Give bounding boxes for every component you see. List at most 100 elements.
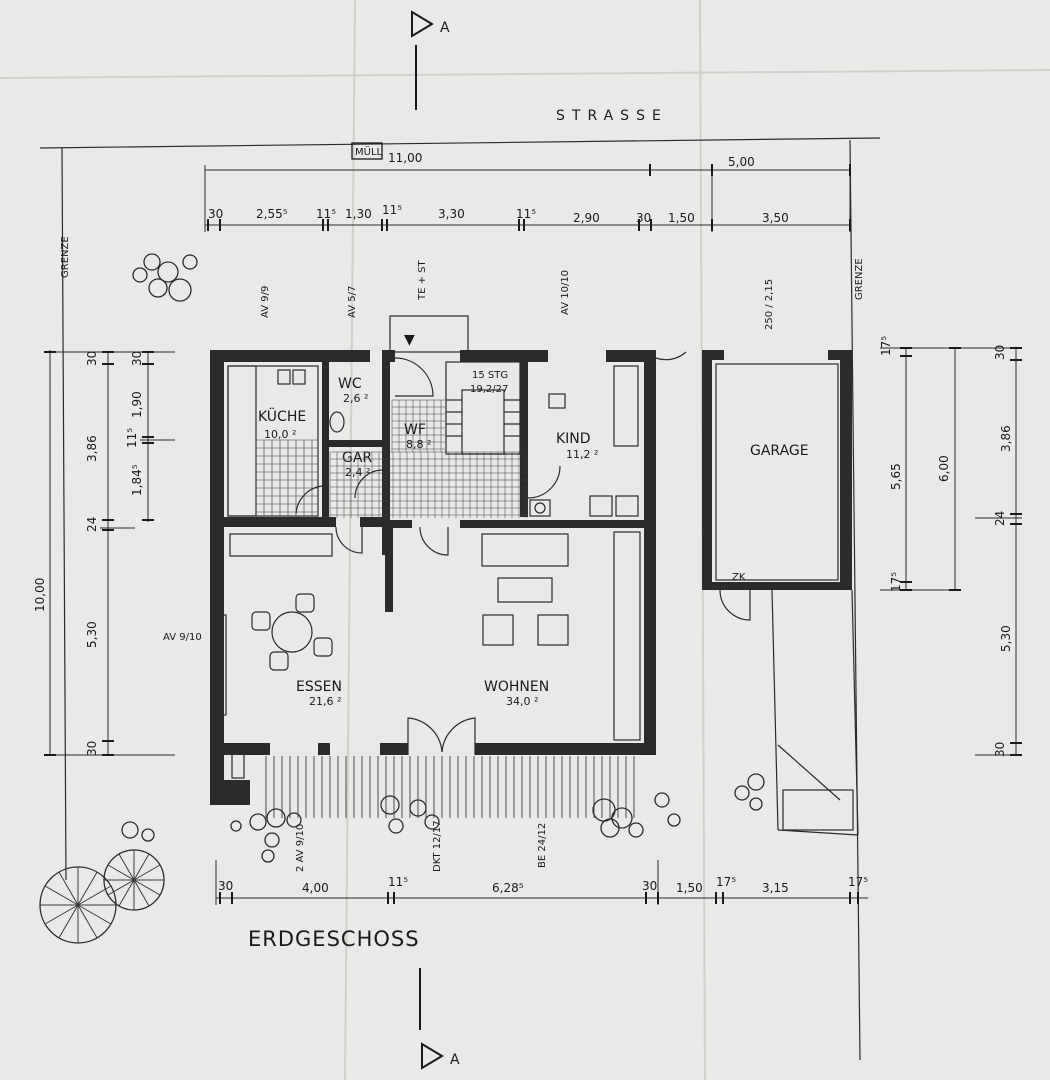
kind-name: KIND [556, 431, 591, 447]
dim-left-total: 10,00 [33, 578, 47, 612]
dim-right-chain-a: 17⁵ 5,65 17⁵ 6,00 [879, 336, 951, 592]
svg-text:1,50: 1,50 [676, 881, 703, 895]
garage-structure [702, 350, 859, 836]
svg-text:AV 9/9: AV 9/9 [260, 286, 271, 318]
boundary-line-left [61, 147, 67, 881]
wc-toilet [329, 411, 345, 433]
svg-text:A: A [450, 1052, 460, 1068]
svg-text:1,30: 1,30 [345, 207, 372, 221]
svg-text:30: 30 [993, 742, 1007, 757]
svg-text:3,86: 3,86 [999, 425, 1013, 452]
svg-text:6,00: 6,00 [937, 455, 951, 482]
svg-text:A: A [440, 20, 450, 36]
svg-text:TE + ST: TE + ST [417, 259, 428, 301]
svg-text:11⁵: 11⁵ [125, 428, 139, 448]
svg-text:5,65: 5,65 [889, 463, 903, 490]
svg-text:1,90: 1,90 [130, 391, 144, 418]
stair-spec: 19,2/27 [470, 384, 508, 395]
svg-text:17⁵: 17⁵ [716, 875, 736, 889]
svg-text:3,30: 3,30 [438, 207, 465, 221]
svg-text:30: 30 [642, 879, 657, 893]
essen-area: 21,6 ² [309, 695, 341, 708]
top-dimensions [204, 164, 851, 232]
svg-text:17⁵: 17⁵ [879, 336, 893, 356]
essen-name: ESSEN [296, 679, 342, 695]
svg-text:30: 30 [993, 345, 1007, 360]
svg-text:6,28⁵: 6,28⁵ [492, 881, 524, 895]
entrance-canopy [389, 315, 469, 353]
svg-text:17⁵: 17⁵ [848, 875, 868, 889]
svg-text:24: 24 [85, 517, 99, 532]
svg-text:3,86: 3,86 [85, 435, 99, 462]
svg-text:30: 30 [85, 351, 99, 366]
svg-text:11⁵: 11⁵ [388, 875, 408, 889]
dim-bottom-chain: 30 4,00 11⁵ 6,28⁵ 30 1,50 17⁵ 3,15 17⁵ [218, 875, 868, 895]
zk-label: ZK [732, 572, 746, 583]
svg-text:11⁵: 11⁵ [516, 207, 536, 221]
wc-area: 2,6 ² [343, 392, 368, 405]
street-label: STRASSE [556, 108, 668, 124]
stair-steps: 15 STG [472, 370, 508, 381]
boundary-line-right [849, 139, 861, 1061]
svg-text:24: 24 [993, 511, 1007, 526]
svg-text:2,90: 2,90 [573, 211, 600, 225]
wohnen-area: 34,0 ² [506, 695, 538, 708]
svg-text:30: 30 [85, 741, 99, 756]
svg-text:1,50: 1,50 [668, 211, 695, 225]
svg-text:BE 24/12: BE 24/12 [537, 823, 548, 868]
svg-text:30: 30 [208, 207, 223, 221]
svg-text:3,50: 3,50 [762, 211, 789, 225]
svg-text:17⁵: 17⁵ [889, 572, 903, 592]
svg-text:11⁵: 11⁵ [382, 203, 402, 217]
kitchen-name: KÜCHE [258, 407, 306, 425]
dim-top-total: 11,00 [388, 151, 422, 165]
entrance-arrow: ▼ [404, 332, 415, 348]
trash-box [351, 142, 383, 160]
dim-left-chain-b: 30 30 1,90 11⁵ 1,84⁵ [85, 351, 144, 496]
svg-text:2 AV 9/10: 2 AV 9/10 [295, 824, 306, 872]
svg-text:4,00: 4,00 [302, 881, 329, 895]
svg-text:30: 30 [130, 351, 144, 366]
right-dimensions [880, 347, 1022, 756]
wc-name: WC [338, 376, 362, 392]
svg-text:11⁵: 11⁵ [316, 207, 336, 221]
svg-text:30: 30 [218, 879, 233, 893]
garage-name: GARAGE [750, 443, 809, 459]
boundary-label-left: GRENZE [60, 236, 71, 278]
street-line [39, 137, 881, 149]
svg-text:DKT 12/17: DKT 12/17 [432, 820, 443, 872]
kitchen-area: 10,0 ² [264, 428, 296, 441]
dim-left-chain-a: 3,86 24 5,30 30 [85, 435, 99, 756]
gar-area: 2,4 ² [345, 466, 370, 479]
kitchen-fixtures [227, 365, 319, 517]
svg-text:AV 10/10: AV 10/10 [560, 270, 571, 315]
svg-text:2,55⁵: 2,55⁵ [256, 207, 288, 221]
section-mark-bottom: A [419, 968, 460, 1070]
living-furniture [215, 531, 641, 779]
hall-name: WF [404, 422, 426, 438]
dim-top-garage: 5,00 [728, 155, 755, 169]
left-dimensions [44, 350, 175, 756]
bottom-dimensions [215, 860, 868, 905]
svg-text:5,30: 5,30 [85, 621, 99, 648]
gar-name: GAR [342, 450, 372, 466]
svg-text:30: 30 [636, 211, 651, 225]
svg-text:5,30: 5,30 [999, 625, 1013, 652]
hall-tiles [329, 399, 528, 518]
dim-right-chain-c: 30 3,86 24 5,30 30 [993, 345, 1013, 757]
trash-label: MÜLL [355, 145, 383, 158]
floor-title: ERDGESCHOSS [248, 927, 420, 951]
staircase [445, 361, 521, 455]
dim-top-chain: 30 2,55⁵ 11⁵ 1,30 11⁵ 3,30 11⁵ 2,90 30 1… [208, 203, 789, 225]
boundary-label-right: GRENZE [854, 258, 865, 300]
wohnen-name: WOHNEN [484, 679, 549, 695]
section-mark-top: A [411, 10, 450, 110]
kind-area: 11,2 ² [566, 448, 598, 461]
terrace-hatching [265, 756, 635, 818]
kind-furniture [529, 365, 639, 517]
svg-text:AV 5/7: AV 5/7 [347, 286, 358, 318]
window-labels-top: AV 9/9 AV 5/7 TE + ST AV 10/10 250 / 2,1… [163, 259, 775, 643]
svg-text:1,84⁵: 1,84⁵ [130, 464, 144, 496]
